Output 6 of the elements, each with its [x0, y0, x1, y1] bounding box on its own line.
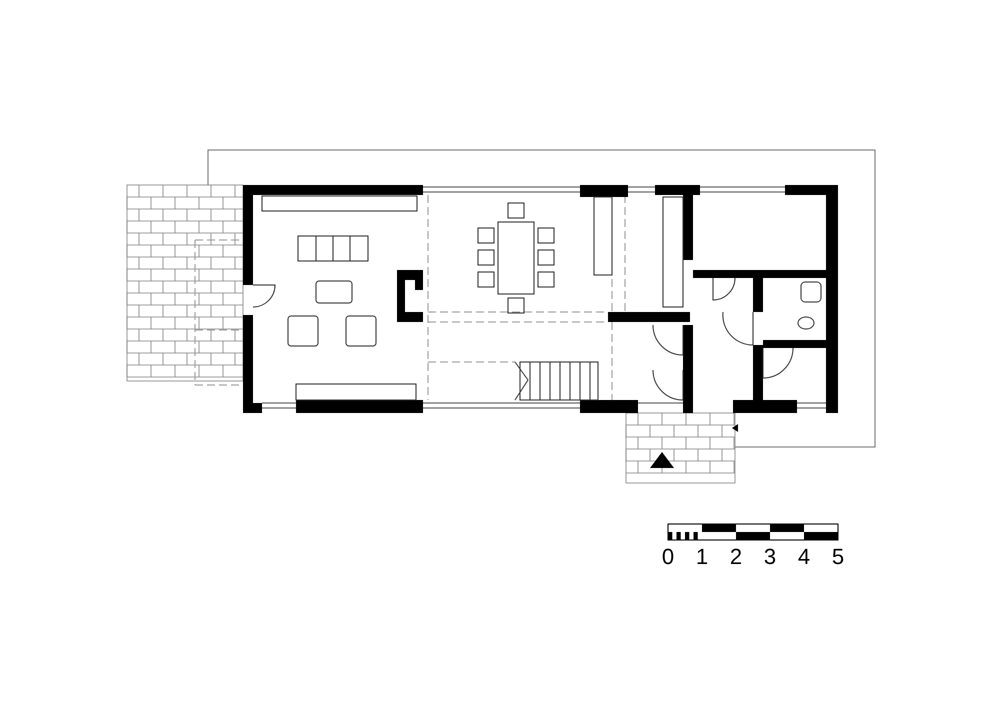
scale-number: 0 — [662, 545, 674, 569]
scale-number: 3 — [764, 545, 776, 569]
scale-number: 5 — [832, 545, 844, 569]
scale-number: 2 — [730, 545, 742, 569]
scale-number: 4 — [798, 545, 810, 569]
scale-number: 1 — [696, 545, 708, 569]
